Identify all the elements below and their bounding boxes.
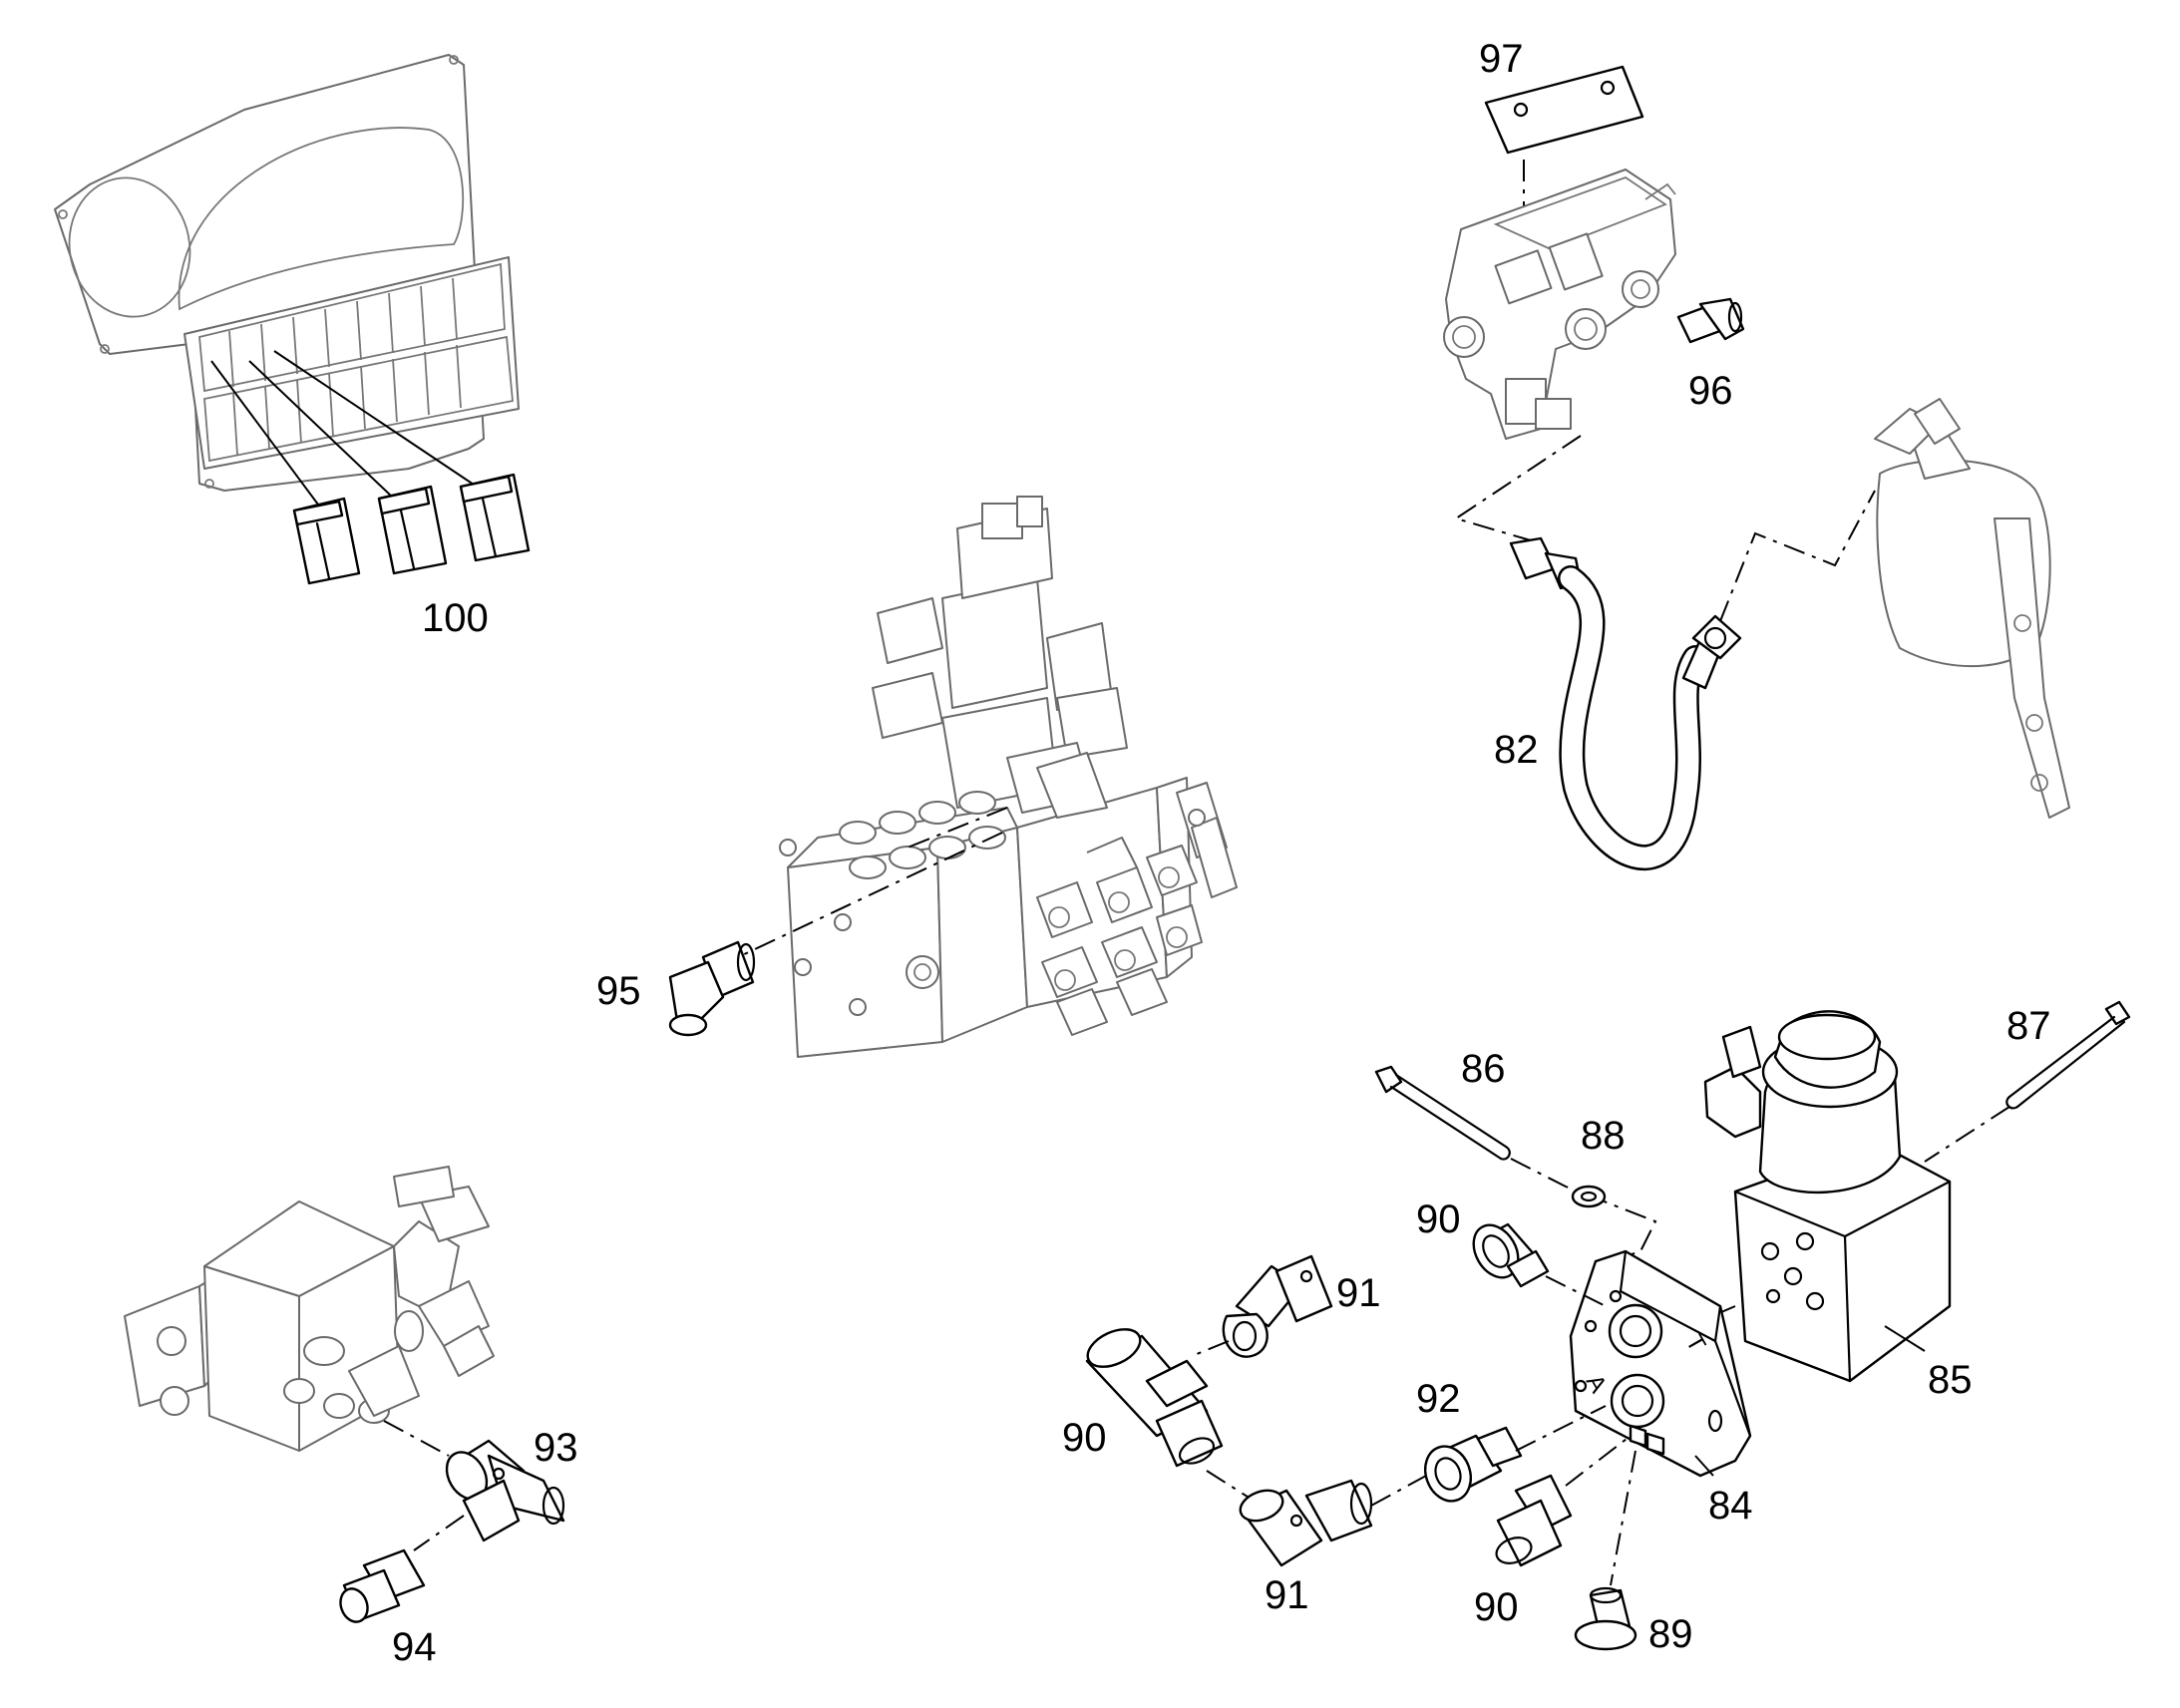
callout-82: 82: [1494, 728, 1539, 772]
callout-85: 85: [1928, 1358, 1973, 1402]
callout-95: 95: [596, 969, 641, 1013]
accumulator-with-bracket: [1874, 398, 2070, 819]
callout-96: 96: [1688, 369, 1733, 413]
solenoid-valve-85: [1703, 1010, 1952, 1383]
callout-91-upper: 91: [1336, 1271, 1381, 1315]
callout-87: 87: [2006, 1004, 2051, 1048]
directional-valve-block: [1443, 169, 1676, 440]
bolt-86: [1374, 1065, 1511, 1161]
rocker-switch: [377, 485, 448, 575]
washer-88: [1571, 1185, 1607, 1208]
main-control-valve-bank: [779, 496, 1238, 1058]
elbow-fitting-96: [1676, 297, 1745, 344]
callout-90-middle: 92: [1416, 1377, 1461, 1421]
callout-100: 100: [422, 596, 489, 640]
rocker-switch: [459, 473, 531, 562]
callout-84: 84: [1708, 1484, 1753, 1528]
hydraulic-hose-82: [1509, 536, 1742, 870]
tee-fitting-93: [445, 1439, 565, 1542]
callout-91-lower: 91: [1265, 1573, 1309, 1617]
callout-86: 86: [1461, 1047, 1506, 1091]
straight-fitting-90-lower: [1495, 1474, 1573, 1567]
adapter-plate-84: [1569, 1249, 1752, 1478]
callout-89: 89: [1648, 1612, 1693, 1656]
callout-97: 97: [1479, 37, 1524, 81]
elbow-fitting-95: [668, 940, 756, 1037]
callout-92: 90: [1062, 1416, 1107, 1460]
callout-90-lower: 90: [1474, 1585, 1519, 1629]
bolt-87: [2005, 1000, 2131, 1110]
auxiliary-valve-block: [124, 1166, 495, 1452]
straight-fitting-90-middle: [1424, 1426, 1523, 1503]
rocker-switch-set: [292, 473, 531, 585]
tee-fitting-92: [1085, 1328, 1224, 1468]
callout-88: 88: [1581, 1114, 1626, 1158]
elbow-fitting-91-lower: [1239, 1479, 1373, 1567]
callout-90-upper: 90: [1416, 1197, 1461, 1241]
elbow-fitting-91-upper: [1222, 1254, 1333, 1358]
dashboard-panel: [54, 54, 520, 510]
cover-plate-97: [1484, 65, 1644, 155]
callout-93: 93: [534, 1426, 578, 1470]
straight-fitting-94: [339, 1548, 426, 1623]
rocker-switch: [292, 497, 361, 585]
plug-89: [1574, 1586, 1637, 1651]
callout-94: 94: [392, 1625, 437, 1669]
straight-fitting-90-upper: [1472, 1222, 1550, 1288]
